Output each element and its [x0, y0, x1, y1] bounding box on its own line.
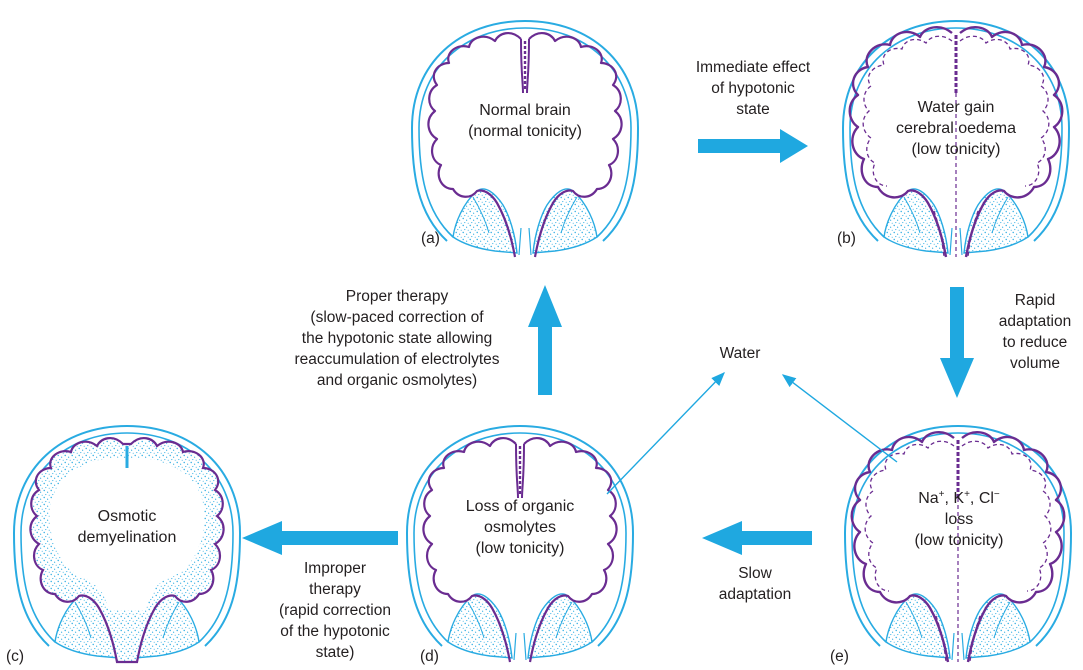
ion-list: Na+, K+, Cl−	[894, 488, 1024, 509]
panel-letter-e: (e)	[830, 648, 849, 666]
panel-letter-c: (c)	[6, 648, 24, 666]
arrow-e-to-d	[702, 521, 812, 555]
panel-letter-d: (d)	[420, 648, 439, 666]
water-arrow-from-d	[607, 373, 724, 494]
water-arrow-from-e	[783, 375, 897, 462]
arrow-b-to-e	[940, 287, 974, 398]
label-improper-therapy: Improper therapy (rapid correction of th…	[270, 558, 400, 663]
panel-letter-a: (a)	[421, 230, 440, 248]
label-water-gain: Water gain cerebral oedema (low tonicity…	[891, 97, 1021, 160]
label-rapid-adaptation: Rapid adaptation to reduce volume	[990, 290, 1080, 374]
label-electrolyte-loss: Na+, K+, Cl− loss (low tonicity)	[894, 488, 1024, 551]
arrow-a-to-b	[698, 129, 808, 163]
label-normal-brain: Normal brain (normal tonicity)	[465, 100, 585, 142]
label-slow-adaptation: Slow adaptation	[700, 563, 810, 605]
arrow-d-to-a	[528, 285, 562, 395]
label-loss-organic-osmolytes: Loss of organic osmolytes (low tonicity)	[455, 496, 585, 559]
label-immediate-effect: Immediate effect of hypotonic state	[668, 57, 838, 120]
label-osmotic-demyelination: Osmotic demyelination	[67, 506, 187, 548]
panel-letter-b: (b)	[837, 230, 856, 248]
label-proper-therapy: Proper therapy (slow-paced correction of…	[277, 286, 517, 391]
label-water: Water	[700, 343, 780, 364]
arrow-d-to-c	[242, 521, 398, 555]
